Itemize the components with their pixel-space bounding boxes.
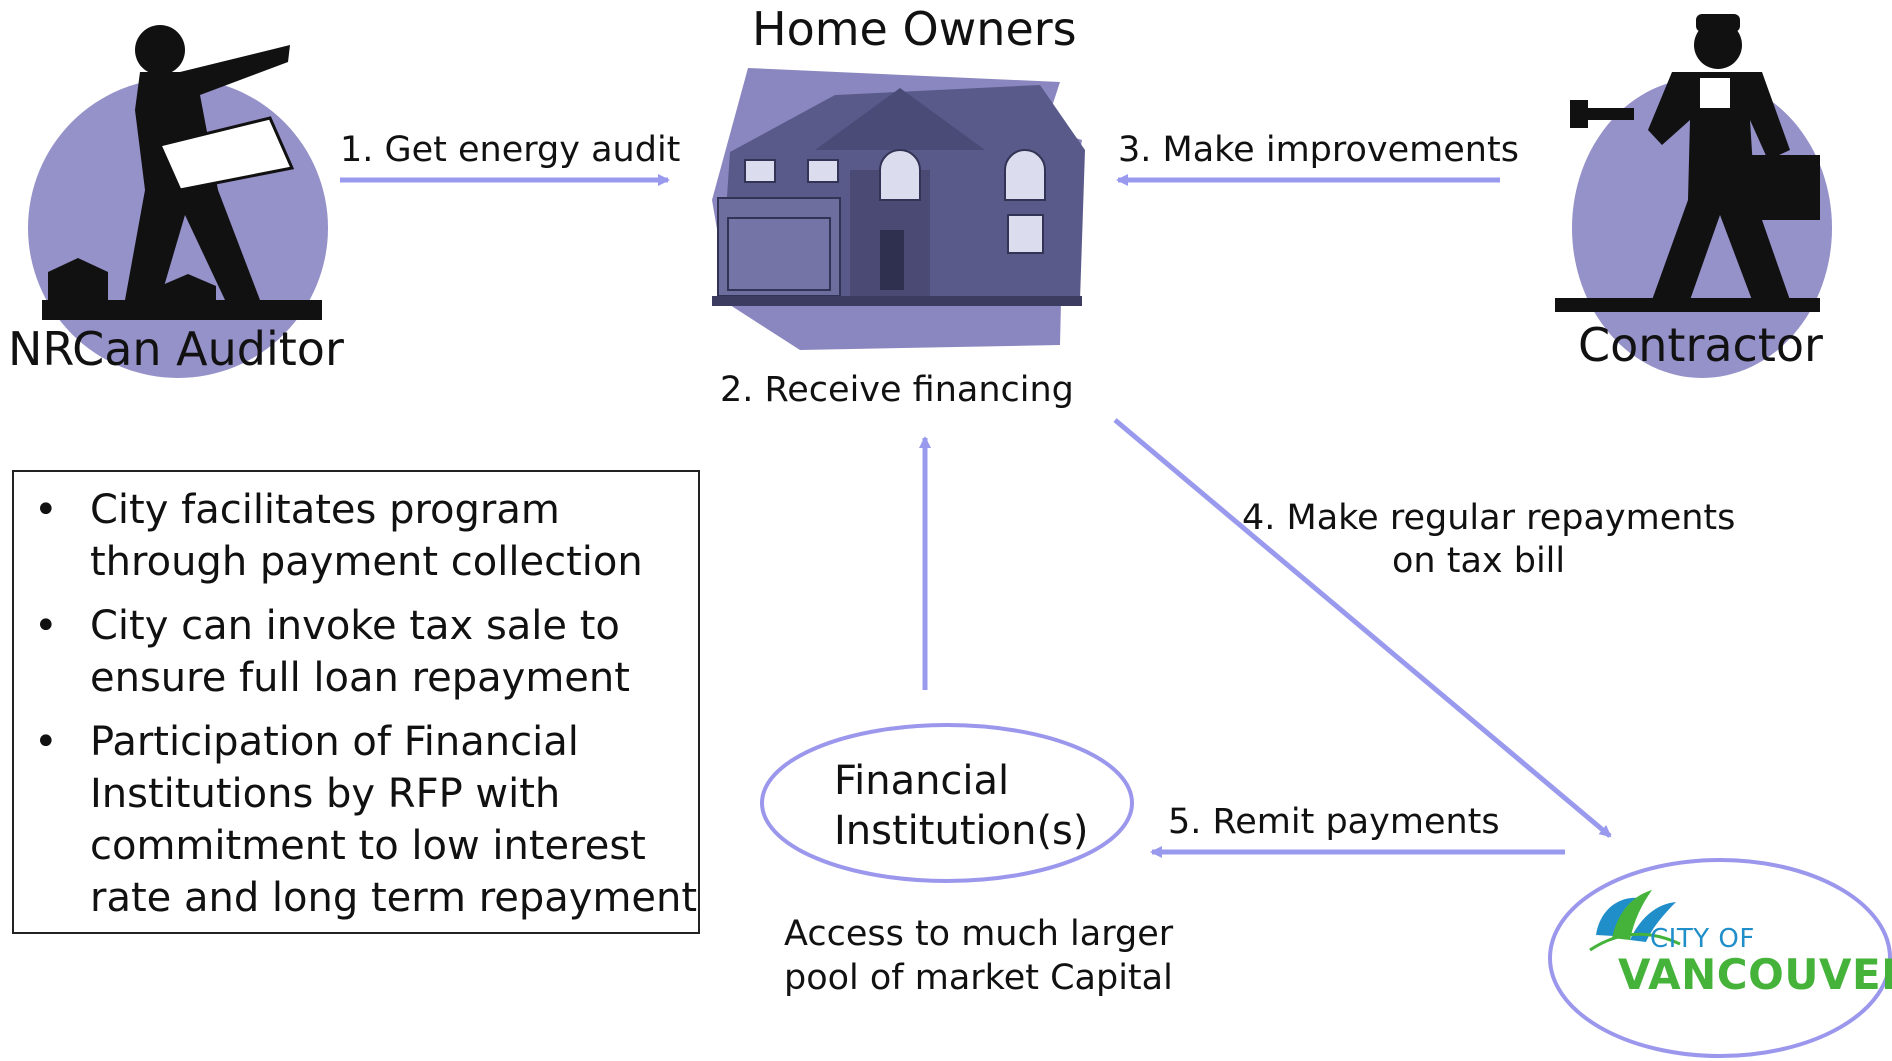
financial-institution-label-line2: Institution(s) xyxy=(834,808,1089,854)
house-icon xyxy=(712,68,1085,350)
bullet-icon: • xyxy=(34,719,58,765)
step3-label: 3. Make improvements xyxy=(1118,130,1519,170)
bullet-icon: • xyxy=(34,603,58,649)
contractor-label: Contractor xyxy=(1578,318,1823,372)
home-owners-label: Home Owners xyxy=(752,2,1077,56)
auditor-label: NRCan Auditor xyxy=(8,322,344,376)
auditor-figure-icon xyxy=(28,25,328,378)
step4-label-line1: 4. Make regular repayments xyxy=(1242,498,1736,538)
financial-institution-label-line1: Financial xyxy=(834,758,1010,804)
step2-label: 2. Receive financing xyxy=(720,370,1074,410)
list-item: • City facilitates program through payme… xyxy=(14,484,698,588)
list-item: • City can invoke tax sale to ensure ful… xyxy=(14,600,698,704)
list-item: • Participation of Financial Institution… xyxy=(14,716,698,924)
city-of-vancouver-logo xyxy=(1589,890,1681,952)
program-notes-box: • City facilitates program through payme… xyxy=(12,470,700,934)
step4-label-line2: on tax bill xyxy=(1392,541,1566,581)
city-logo-line2: VANCOUVER xyxy=(1618,950,1892,999)
capital-note-line2: pool of market Capital xyxy=(784,958,1173,998)
step1-label: 1. Get energy audit xyxy=(340,130,681,170)
financial-institution-ellipse xyxy=(760,723,1134,883)
capital-note-line1: Access to much larger xyxy=(784,914,1174,954)
program-notes-list: • City facilitates program through payme… xyxy=(14,484,698,924)
city-logo-line1: CITY OF xyxy=(1650,924,1755,954)
contractor-figure-icon xyxy=(1555,14,1832,378)
arrow-step4 xyxy=(1113,418,1612,838)
bullet-icon: • xyxy=(34,487,58,533)
step5-label: 5. Remit payments xyxy=(1168,802,1500,842)
